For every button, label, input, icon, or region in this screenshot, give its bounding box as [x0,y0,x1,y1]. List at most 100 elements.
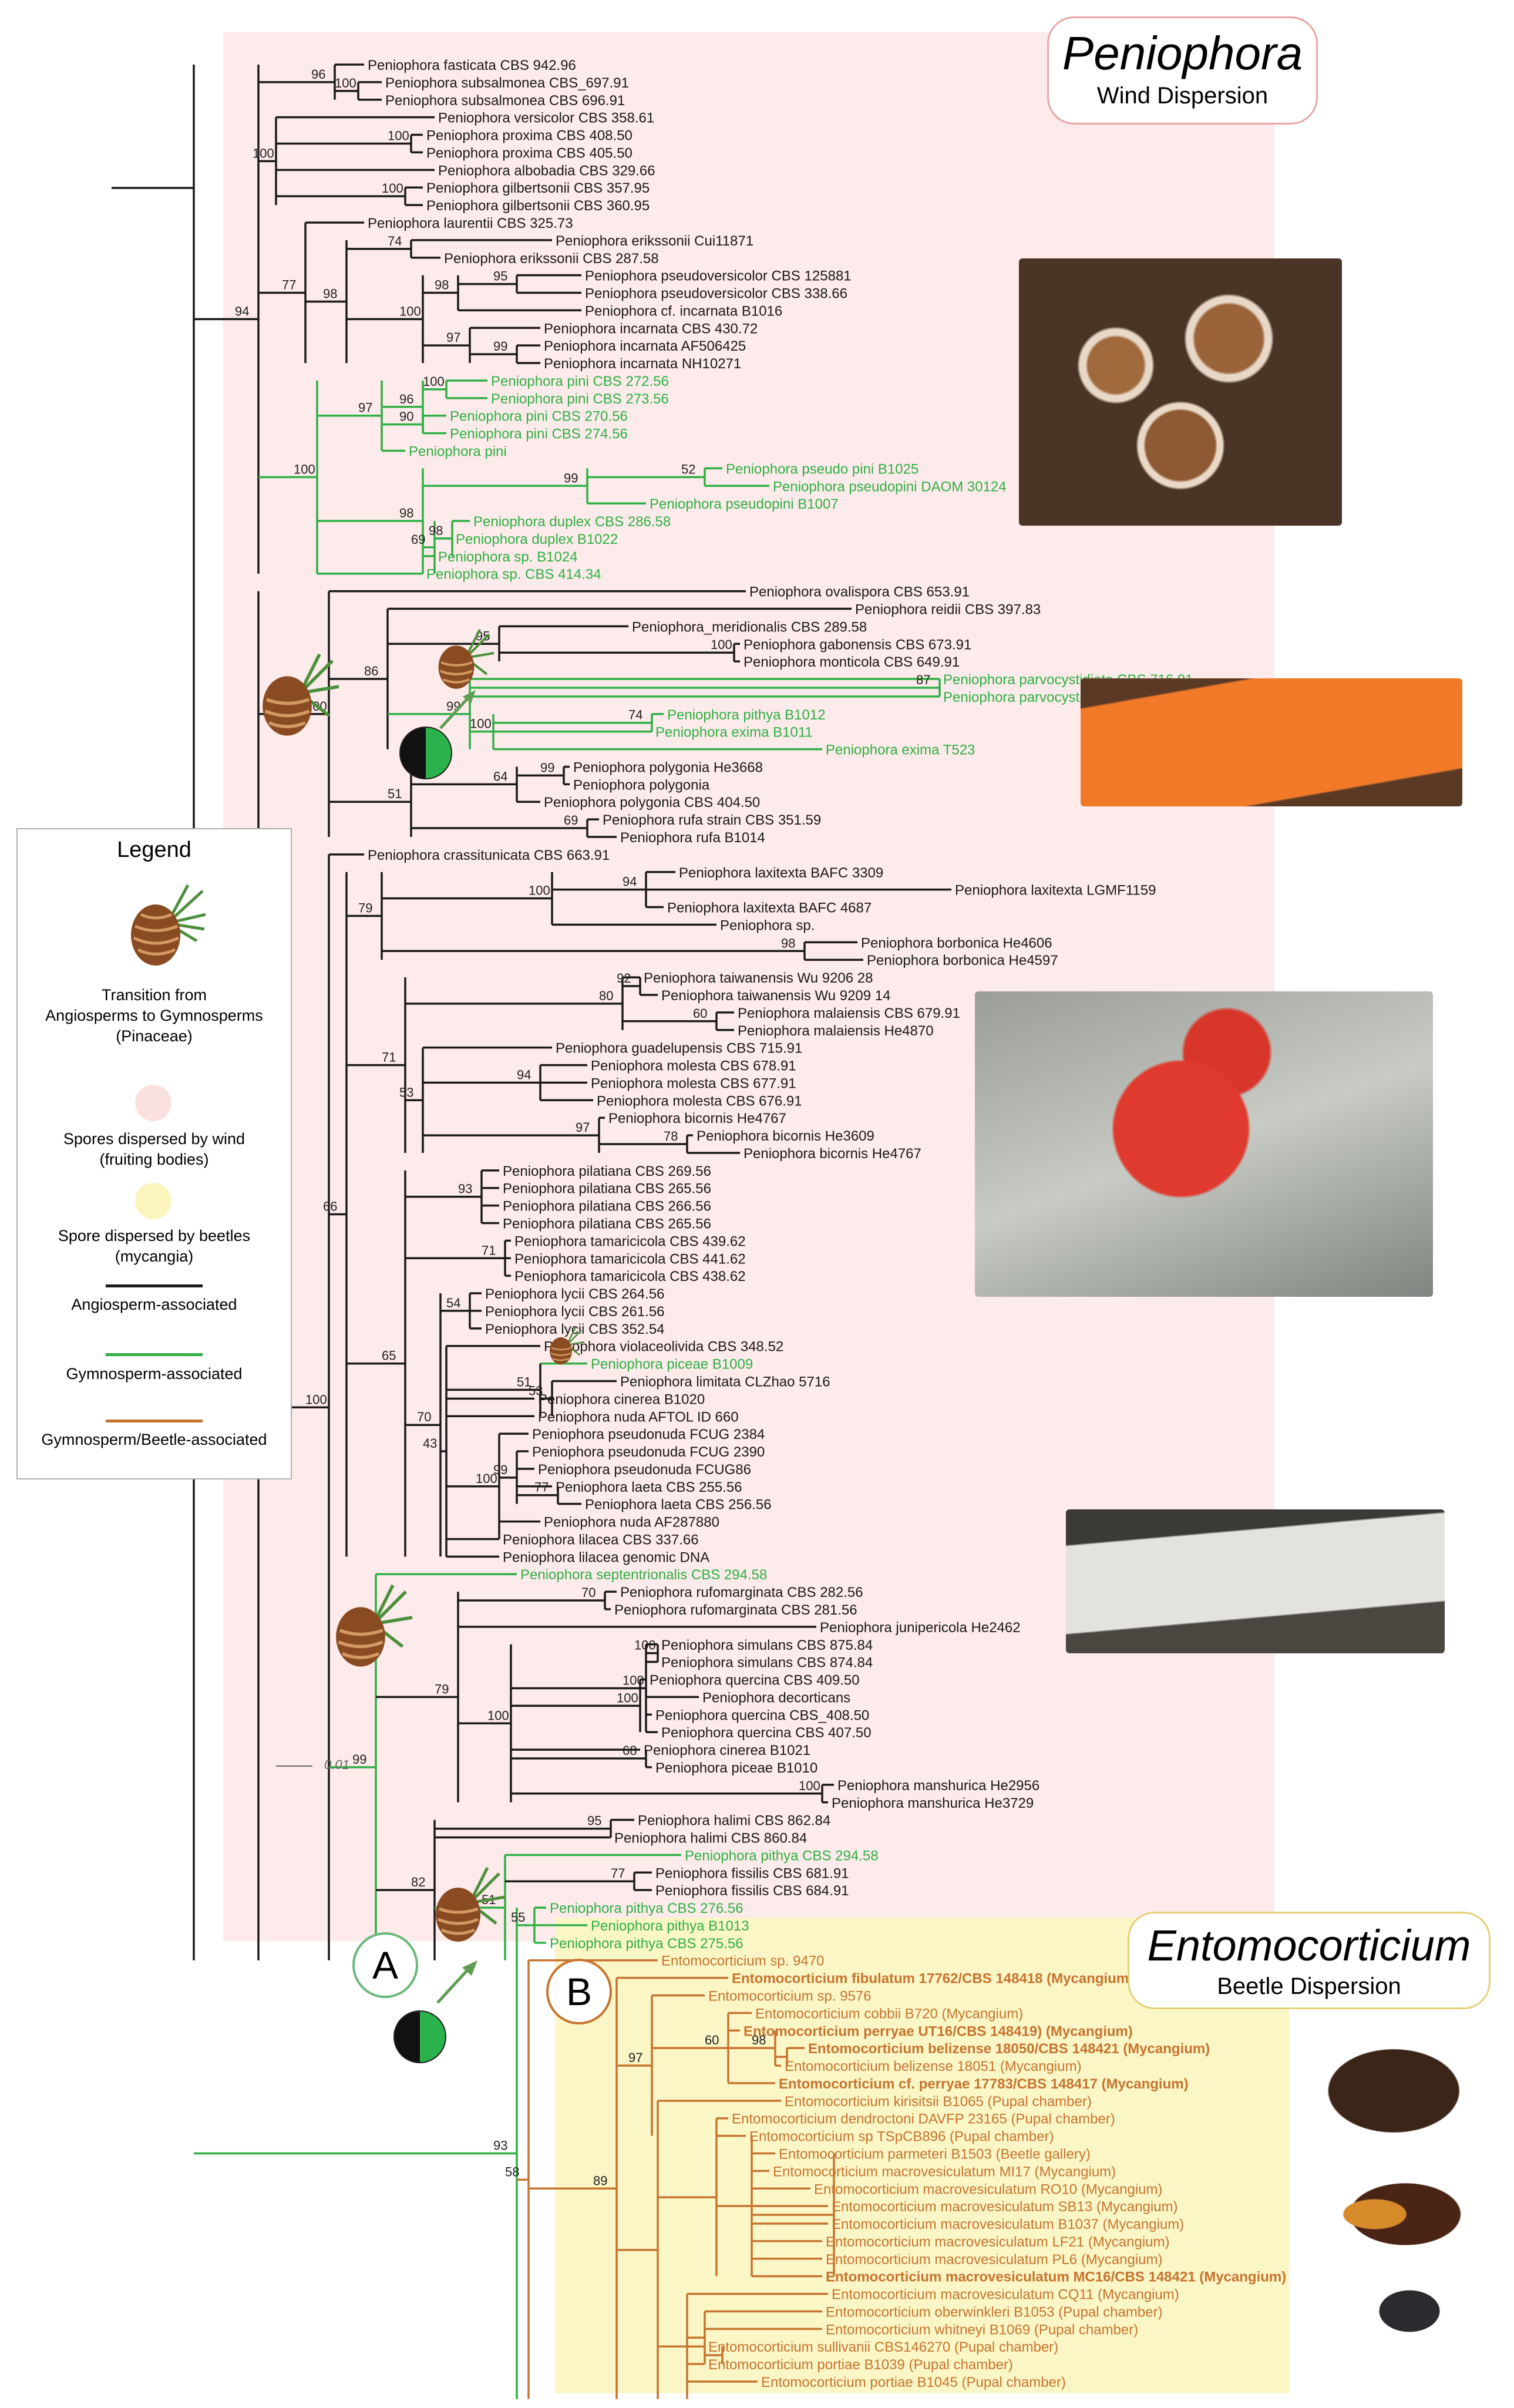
taxon-label: Peniophora molesta CBS 677.91 [591,1075,796,1091]
taxon-label: Peniophora nuda AF287880 [544,1515,719,1531]
bootstrap-support: 77 [282,278,296,292]
bootstrap-support: 74 [628,708,642,722]
bootstrap-support: 97 [628,2050,642,2065]
taxon-label: Peniophora laxitexta LGMF1159 [955,883,1156,899]
bootstrap-support: 70 [417,1410,431,1424]
taxon-label: Peniophora rufomarginata CBS 282.56 [620,1585,863,1600]
taxon-label: Peniophora duplex CBS 286.58 [473,514,671,530]
taxon-label: Peniophora pini CBS 272.56 [491,374,669,389]
bootstrap-support: 98 [435,278,449,292]
bootstrap-support: 98 [399,506,413,520]
taxon-label: Peniophora proxima CBS 408.50 [426,128,632,144]
taxon-label: Peniophora limitata CLZhao 5716 [620,1374,830,1390]
bootstrap-support: 97 [576,1120,590,1135]
bootstrap-support: 100 [617,1690,638,1705]
bootstrap-support: 96 [399,392,413,406]
taxon-label: Peniophora ovalispora CBS 653.91 [749,584,970,600]
taxon-label: Peniophora gilbertsonii CBS 360.95 [426,198,650,214]
taxon-label: Peniophora rufa strain CBS 351.59 [603,812,821,828]
taxon-label: Peniophora pseudoversicolor CBS 338.66 [585,286,847,302]
taxon-label: Peniophora fasticata CBS 942.96 [368,58,576,73]
taxon-label: Peniophora tamaricicola CBS 439.62 [514,1233,746,1249]
taxon-label: Entomocorticium macrovesiculatum CQ11 (M… [832,2287,1179,2303]
bootstrap-support: 99 [352,1752,366,1767]
bootstrap-support: 93 [458,1182,472,1196]
clade-b-label: B [546,1959,612,2024]
taxon-label: Peniophora gilbertsonii CBS 357.95 [426,180,650,196]
taxon-label: Peniophora pithya B1013 [591,1918,749,1934]
taxon-label: Entomocorticium belizense 18050/CBS 1484… [808,2041,1210,2057]
taxon-label: Entomocorticium cf. perryae 17783/CBS 14… [779,2076,1189,2092]
taxon-label: Entomocorticium macrovesiculatum SB13 (M… [832,2199,1178,2215]
bootstrap-support: 52 [681,462,695,476]
taxon-label: Peniophora incarnata CBS 430.72 [544,321,758,337]
taxon-label: Entomocorticium macrovesiculatum RO10 (M… [814,2181,1163,2197]
taxon-label: Peniophora piceae B1009 [591,1357,753,1373]
taxon-label: Peniophora quercina CBS 407.50 [661,1725,872,1741]
taxon-label: Peniophora cinerea B1020 [538,1391,705,1407]
white-fungus-photo [1066,1509,1445,1653]
bootstrap-support: 94 [517,1067,531,1082]
taxon-label: Peniophora decorticans [702,1690,850,1706]
taxon-label: Peniophora manshurica He2956 [837,1778,1039,1794]
peniophora-subtitle: Wind Dispersion [1096,83,1269,109]
ancestral-state-pie-chart [393,2010,446,2063]
taxon-label: Peniophora taiwanensis Wu 9209 14 [661,988,891,1004]
bootstrap-support: 100 [253,146,274,160]
taxon-label: Peniophora pseudo pini B1025 [726,461,919,477]
legend-item-angiosperm: Angiosperm-associated [71,1296,237,1313]
taxon-label: Peniophora tamaricicola CBS 441.62 [514,1251,746,1267]
taxon-label: Peniophora monticola CBS 649.91 [743,654,960,670]
taxon-label: Peniophora polygonia [573,777,710,793]
legend-box: Legend Transition from Angiosperms to Gy… [16,828,292,1479]
taxon-label: Peniophora incarnata NH10271 [544,356,741,372]
taxon-label: Peniophora sp. B1024 [438,549,578,565]
bootstrap-support: 74 [388,234,402,248]
bootstrap-support: 100 [335,76,356,90]
angiosperm-line [106,1284,203,1287]
scale-bar [276,1765,312,1767]
taxon-label: Entomocorticium sullivanii CBS146270 (Pu… [708,2339,1058,2355]
taxon-label: Peniophora pini CBS 274.56 [450,426,628,442]
bootstrap-support: 100 [529,883,550,898]
taxon-label: Peniophora pilatiana CBS 265.56 [503,1216,711,1232]
bootstrap-support: 71 [482,1243,496,1257]
taxon-label: Entomocorticium kirisitsii B1065 (Pupal … [785,2094,1092,2110]
taxon-label: Entomocorticium fibulatum 17762/CBS 1484… [732,1971,1133,1987]
taxon-label: Peniophora simulans CBS 875.84 [661,1637,873,1653]
taxon-label: Peniophora bicornis He3609 [697,1128,874,1144]
taxon-label: Peniophora lycii CBS 264.56 [485,1286,665,1302]
taxon-label: Entomocorticium parmeteri B1503 (Beetle … [779,2146,1091,2162]
taxon-label: Peniophora_meridionalis CBS 289.58 [632,619,867,635]
bootstrap-support: 92 [617,971,631,986]
taxon-label: Peniophora polygonia CBS 404.50 [544,795,760,810]
beetle-spore-dot [135,1183,171,1219]
bootstrap-support: 100 [388,128,409,143]
taxon-label: Peniophora laeta CBS 256.56 [585,1497,772,1513]
taxon-label: Peniophora sp. CBS 414.34 [426,567,601,583]
bootstrap-support: 100 [487,1708,509,1723]
bootstrap-support: 64 [493,769,507,783]
taxon-label: Peniophora laxitexta BAFC 3309 [679,865,883,881]
beetle-line [106,1420,203,1422]
taxon-label: Peniophora albobadia CBS 329.66 [438,163,655,179]
beetle-photo-3 [1362,2279,1456,2343]
taxon-label: Peniophora laurentii CBS 325.73 [368,216,573,231]
taxon-label: Peniophora reidii CBS 397.83 [855,601,1041,617]
pinecone-icon [550,1327,585,1364]
bootstrap-support: 93 [493,2138,507,2153]
taxon-label: Peniophora subsalmonea CBS 696.91 [385,93,625,109]
bootstrap-support: 53 [399,1085,413,1099]
taxon-label: Peniophora fissilis CBS 681.91 [655,1865,849,1881]
entomocorticium-subtitle: Beetle Dispersion [1217,1973,1401,1999]
taxon-label: Peniophora molesta CBS 676.91 [597,1093,802,1109]
bootstrap-support: 98 [429,523,443,538]
gymnosperm-line [106,1353,203,1356]
taxon-label: Peniophora violaceolivida CBS 348.52 [544,1339,783,1355]
bootstrap-support: 97 [358,401,372,415]
taxon-label: Peniophora fissilis CBS 684.91 [655,1883,849,1899]
taxon-label: Peniophora versicolor CBS 358.61 [438,110,654,126]
bootstrap-support: 99 [446,699,460,714]
taxon-label: Entomocorticium sp. 9470 [661,1953,824,1969]
taxon-label: Peniophora tamaricicola CBS 438.62 [514,1269,746,1284]
